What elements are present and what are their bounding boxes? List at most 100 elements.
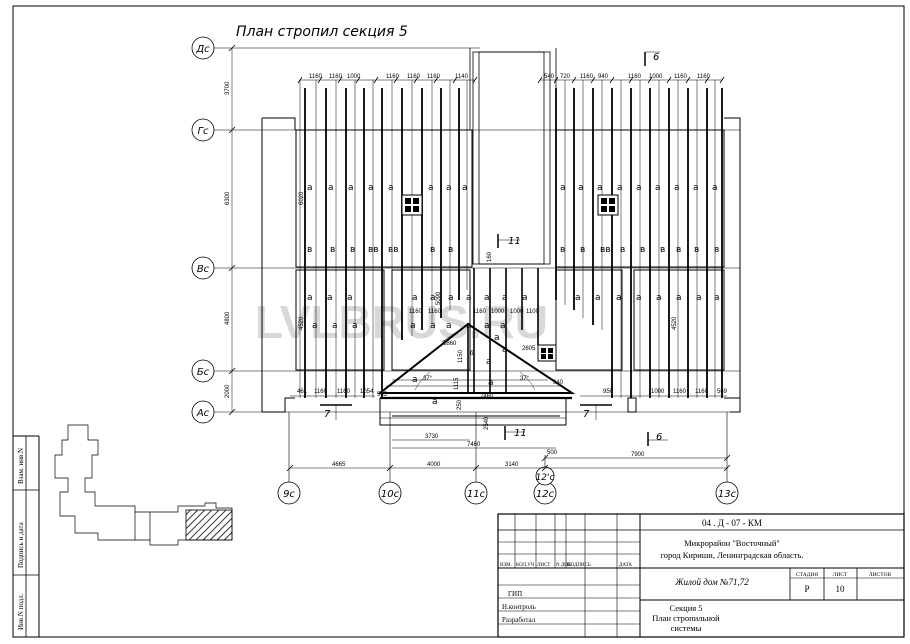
svg-text:Секция 5: Секция 5 [669,603,702,613]
rafter-mark: а [307,183,313,193]
rafter-mark: а [484,321,490,331]
svg-text:250: 250 [457,399,463,410]
sheet-number: 10 [836,584,846,594]
rafter-mark: а [352,321,358,331]
svg-text:3700: 3700 [225,81,231,95]
svg-text:ГИП: ГИП [508,590,522,598]
svg-text:1160: 1160 [337,389,351,395]
section-7-right: 7 [583,409,590,420]
rafter-mark: а [327,293,333,303]
svg-text:4800: 4800 [225,311,231,325]
rafter-mark: а [636,293,642,303]
svg-text:1160: 1160 [386,74,400,80]
svg-text:СТАДИЯ: СТАДИЯ [796,572,818,578]
svg-text:7460: 7460 [467,442,481,448]
rafter-mark: в [660,245,665,255]
rafter-mark: а [484,293,490,303]
row-axis-bubbles: Дс Гс Вс Бс Ас [191,36,215,424]
rafter-mark: а [412,375,418,385]
svg-text:160: 160 [487,251,493,262]
rafter-mark: в [307,245,312,255]
rafter-mark: а [693,183,699,193]
rafters-right [555,88,723,398]
svg-text:2605: 2605 [522,346,536,352]
svg-text:ЛИСТ: ЛИСТ [537,563,550,568]
rafter-mark: а [432,397,438,407]
svg-text:Взам. инв.N: Взам. инв.N [17,448,25,484]
hip-center-label: б [470,351,474,357]
axis-label-bs: Бс [197,367,210,378]
svg-text:1000: 1000 [510,309,524,315]
stair-core [469,48,557,265]
rafter-mark: а [494,333,500,343]
rafter-mark: а [575,293,581,303]
overall-dimensions: 3730 7460 7460 500 4665 4000 3140 7900 [286,394,731,472]
svg-text:Разработал: Разработал [502,616,536,624]
svg-text:1000: 1000 [649,74,663,80]
svg-text:город Кириши, Ленинградская об: город Кириши, Ленинградская область. [661,550,804,560]
axis-label-13c: 13с [718,489,737,500]
side-stamp: Инв.N подл. Подпись и дата Взам. инв.N [13,435,39,637]
rafter-mark: а [348,183,354,193]
svg-text:4520: 4520 [672,316,678,330]
rafter-mark: а [674,183,680,193]
rafter-mark: а [656,293,662,303]
svg-text:1160: 1160 [473,309,487,315]
rafter-mark: а [332,321,338,331]
svg-text:5090: 5090 [436,291,442,305]
axis-label-gs: Гс [197,126,209,137]
svg-text:4000: 4000 [427,462,441,468]
svg-text:1160: 1160 [628,74,642,80]
rafter-mark: а [328,183,334,193]
rafter-mark: а [696,293,702,303]
top-dimensions: 1160 1160 1000 1160 1160 1160 1140 540 7… [297,74,725,84]
svg-text:7460: 7460 [480,394,494,400]
rafter-mark: а [522,293,528,303]
svg-text:565: 565 [377,392,388,398]
svg-text:5860: 5860 [443,341,457,347]
svg-text:2540: 2540 [484,416,490,430]
rafter-mark: а [486,357,492,367]
axis-label-10c: 10с [381,489,400,500]
axis-label-ds: Дс [195,44,210,55]
rafter-mark: вв [388,245,399,255]
svg-text:1140: 1140 [455,74,469,80]
svg-text:КОЛ.УЧ: КОЛ.УЧ [516,563,535,568]
rafter-mark: а [636,183,642,193]
section-marks [320,51,668,446]
svg-text:950: 950 [603,389,614,395]
rafter-mark: а [466,321,472,331]
svg-text:ЛИСТ: ЛИСТ [833,572,848,578]
mid-dimensions: 1160 1000 1160 1000 1100 1160 [409,309,540,315]
svg-text:1160: 1160 [314,389,328,395]
svg-text:1160: 1160 [427,74,441,80]
rafter-mark: а [466,293,472,303]
rafter-mark: а [368,183,374,193]
svg-text:Подпись и дата: Подпись и дата [17,521,25,568]
inner-dimension-labels: 6020 4520 4520 5090 5860 2605 1150 1115 … [299,191,678,430]
svg-text:1160: 1160 [673,389,687,395]
svg-text:ПОДПИСЬ: ПОДПИСЬ [567,563,591,568]
svg-text:6020: 6020 [299,191,305,205]
stage-value: Р [804,584,809,594]
svg-text:Микрорайон "Восточный": Микрорайон "Восточный" [684,538,780,548]
svg-text:1000: 1000 [347,74,361,80]
svg-text:1150: 1150 [458,349,464,363]
rafter-mark: а [448,293,454,303]
svg-text:ИЗМ.: ИЗМ. [500,563,512,568]
svg-text:1160: 1160 [428,309,442,315]
rafters-left [304,88,460,398]
rafter-mark: а [388,183,394,193]
drawing-code: 04 . Д - 07 - КМ [702,518,762,528]
axis-label-as: Ас [196,408,210,419]
rafter-mark: в [330,245,335,255]
svg-text:569: 569 [717,389,728,395]
bottom-dimensions: 461 1160 1160 1054 950 1000 1160 1160 56… [290,389,728,397]
col-axes [288,412,728,482]
rafter-mark: а [500,321,506,331]
rafter-mark: а [616,293,622,303]
rafter-mark: а [617,183,623,193]
section-6-top: 6 [653,52,659,63]
svg-text:6300: 6300 [225,191,231,205]
svg-text:Н.контроль: Н.контроль [502,603,536,611]
